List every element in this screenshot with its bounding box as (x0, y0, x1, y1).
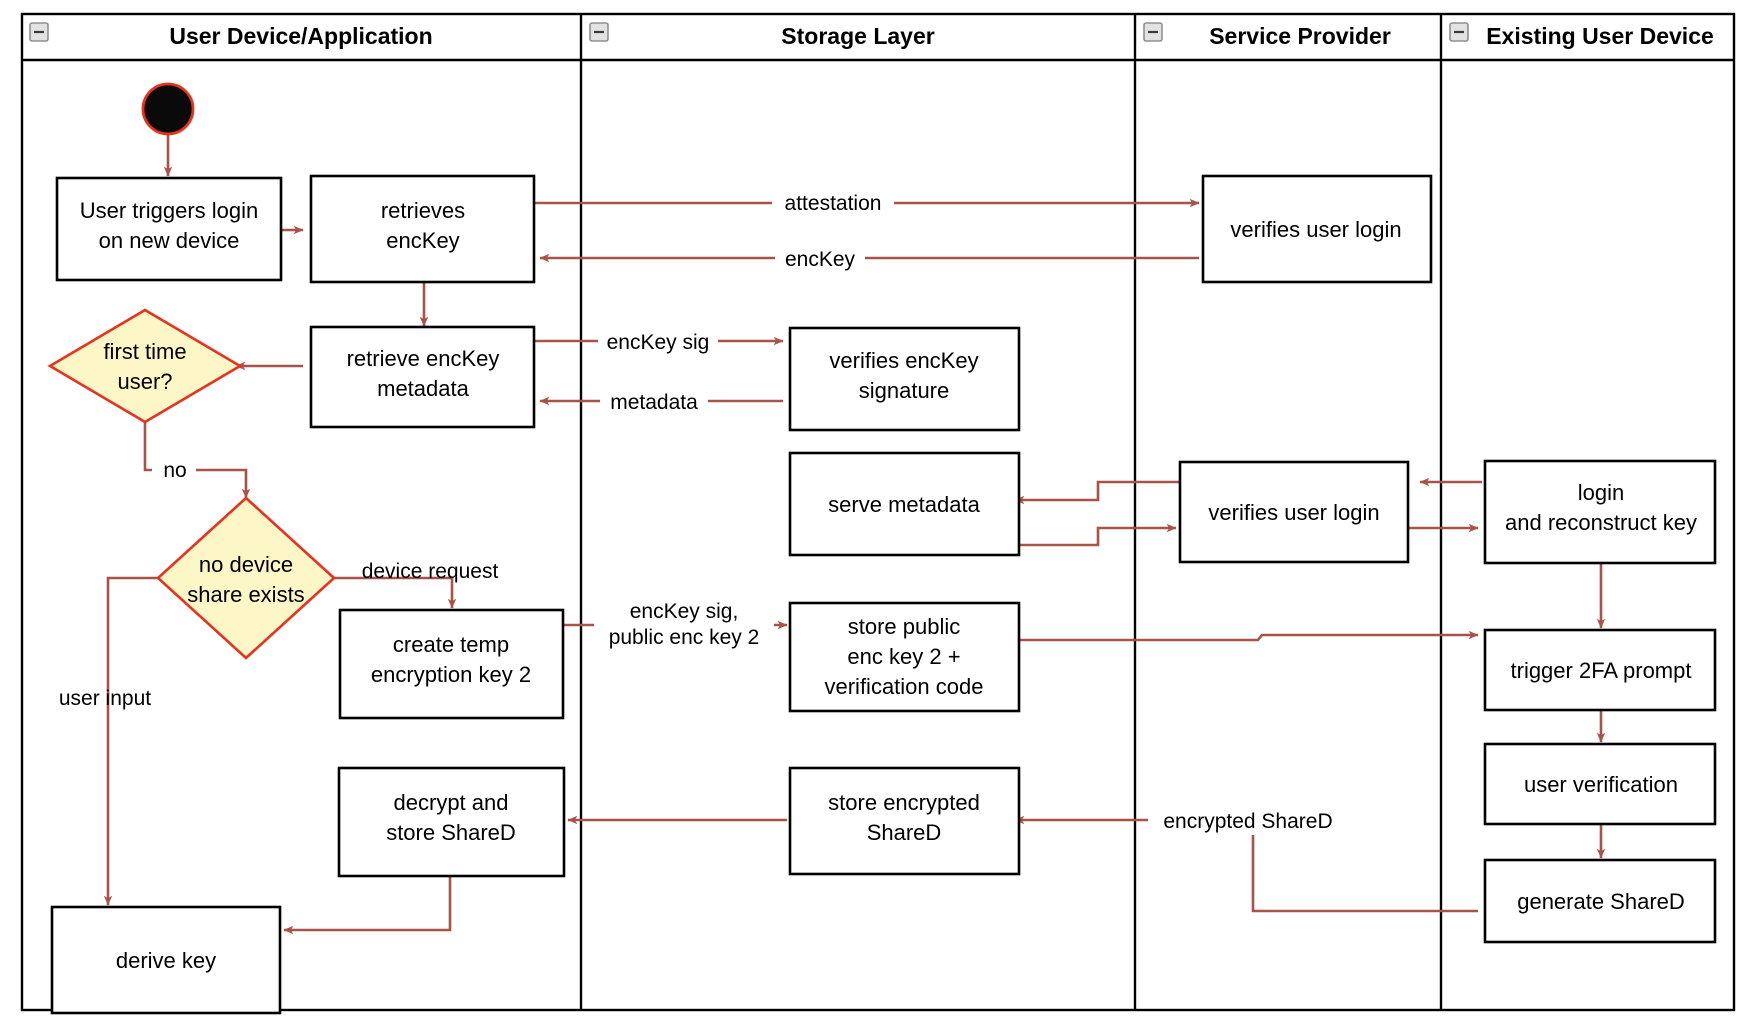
edge-label-user-input: user input (59, 687, 151, 710)
edge-device-request (334, 576, 457, 609)
node-label-line: encKey (386, 228, 459, 253)
node-decrypt-and-store-shared[interactable]: decrypt and store ShareD (337, 766, 566, 878)
node-label-line: enc key 2 + (847, 644, 960, 669)
node-label-line: store public (848, 614, 961, 639)
edge-sp-to-serve-metadata (1014, 480, 1180, 505)
lane-title-existing-device: Existing User Device (1486, 23, 1714, 49)
node-label-line: trigger 2FA prompt (1511, 658, 1692, 683)
node-serve-metadata[interactable]: serve metadata (788, 451, 1021, 557)
node-derive-key[interactable]: derive key (50, 905, 282, 1015)
node-label-line: store ShareD (386, 820, 516, 845)
node-label-line: generate ShareD (1517, 889, 1685, 914)
lane-header-service-provider[interactable]: Service Provider (1143, 22, 1391, 49)
edge-label-enckey: encKey (785, 248, 856, 271)
edge-label-bg-enckey-sig (598, 329, 718, 356)
edge-encrypted-shared (1014, 815, 1478, 913)
node-user-verification[interactable]: user verification (1483, 742, 1717, 826)
node-label-line: create temp (393, 632, 509, 657)
node-verifies-enckey-signature[interactable]: verifies encKey signature (788, 326, 1021, 432)
edge-label-bg-no (152, 458, 196, 484)
node-label-line: verifies encKey (829, 348, 978, 373)
edge-label-bg-metadata (600, 389, 708, 416)
collapse-minus-icon-existing-device[interactable] (1449, 22, 1469, 42)
node-label-line: login (1578, 480, 1624, 505)
edge-label-encrypted-shared: encrypted ShareD (1163, 810, 1332, 833)
node-label-line: on new device (99, 228, 240, 253)
node-label-line: retrieves (381, 198, 465, 223)
node-user-triggers-login[interactable]: User triggers login on new device (55, 176, 283, 282)
node-store-public-enc-key-2[interactable]: store public enc key 2 + verification co… (788, 601, 1021, 713)
edge-label-attestation: attestation (785, 192, 882, 215)
edge-serve-metadata-to-sp (1015, 523, 1177, 547)
node-label-line: metadata (377, 376, 469, 401)
node-verifies-user-login-top[interactable]: verifies user login (1201, 174, 1433, 284)
node-label-line: ShareD (867, 820, 942, 845)
collapse-minus-icon-storage[interactable] (589, 22, 609, 42)
node-start[interactable] (141, 82, 195, 136)
lane-header-user-device[interactable]: User Device/Application (29, 22, 433, 49)
node-verifies-user-login-mid[interactable]: verifies user login (1178, 460, 1410, 564)
decision-label-line: user? (117, 369, 172, 394)
edge-decrypt-to-derive (283, 875, 452, 935)
collapse-minus-icon-user-device[interactable] (29, 22, 49, 42)
edge-label-enckeysig-pubkey-line2: public enc key 2 (609, 626, 760, 649)
node-label-line: derive key (116, 948, 216, 973)
edge-label-metadata: metadata (610, 391, 698, 414)
decision-label-line: share exists (187, 582, 304, 607)
node-label-line: and reconstruct key (1505, 510, 1697, 535)
edge-label-bg-attestation (772, 190, 894, 217)
edge-label-no: no (163, 459, 186, 482)
lane-title-service-provider: Service Provider (1209, 23, 1391, 49)
node-generate-shared[interactable]: generate ShareD (1483, 858, 1717, 944)
node-decision-first-time-user[interactable]: first time user? (47, 308, 243, 424)
node-label-line: signature (859, 378, 950, 403)
lane-title-user-device: User Device/Application (169, 23, 432, 49)
node-label-line: store encrypted (828, 790, 980, 815)
node-label-line: verification code (825, 674, 984, 699)
node-label-line: retrieve encKey (347, 346, 500, 371)
edge-label-enckeysig-pubkey-line1: encKey sig, (630, 600, 739, 623)
edge-storepub-to-trigger-2fa (1015, 630, 1479, 642)
edge-label-enckey-sig: encKey sig (607, 331, 710, 354)
edge-label-bg-encrypted-shared (1148, 808, 1348, 835)
edge-user-input (103, 576, 160, 906)
node-retrieves-enckey[interactable]: retrieves encKey (309, 174, 536, 284)
node-label-line: serve metadata (828, 492, 980, 517)
node-label-line: user verification (1524, 772, 1678, 797)
node-create-temp-encryption-key-2[interactable]: create temp encryption key 2 (338, 608, 565, 720)
edge-label-bg-enckey (775, 246, 865, 273)
node-label-line: User triggers login (80, 198, 259, 223)
node-trigger-2fa-prompt[interactable]: trigger 2FA prompt (1483, 628, 1717, 712)
decision-label-line: first time (103, 339, 186, 364)
node-retrieve-enckey-metadata[interactable]: retrieve encKey metadata (309, 325, 536, 429)
node-label-line: decrypt and (394, 790, 509, 815)
edge-label-device-request: device request (362, 560, 499, 583)
lane-header-existing-device[interactable]: Existing User Device (1449, 22, 1714, 49)
node-login-and-reconstruct-key[interactable]: login and reconstruct key (1483, 459, 1717, 565)
node-store-encrypted-shared[interactable]: store encrypted ShareD (788, 766, 1021, 876)
edge-label-bg-enckeysig-pubkey (594, 598, 774, 652)
collapse-minus-icon-service-provider[interactable] (1143, 22, 1163, 42)
node-decision-no-device-share[interactable]: no device share exists (156, 496, 336, 660)
node-label-line: verifies user login (1208, 500, 1379, 525)
lane-title-storage: Storage Layer (781, 23, 934, 49)
node-label-line: verifies user login (1230, 217, 1401, 242)
lane-header-storage[interactable]: Storage Layer (589, 22, 935, 49)
edges-layer: attestation encKey encKey sig metadata n… (59, 126, 1606, 935)
node-label-line: encryption key 2 (371, 662, 531, 687)
decision-label-line: no device (199, 552, 293, 577)
